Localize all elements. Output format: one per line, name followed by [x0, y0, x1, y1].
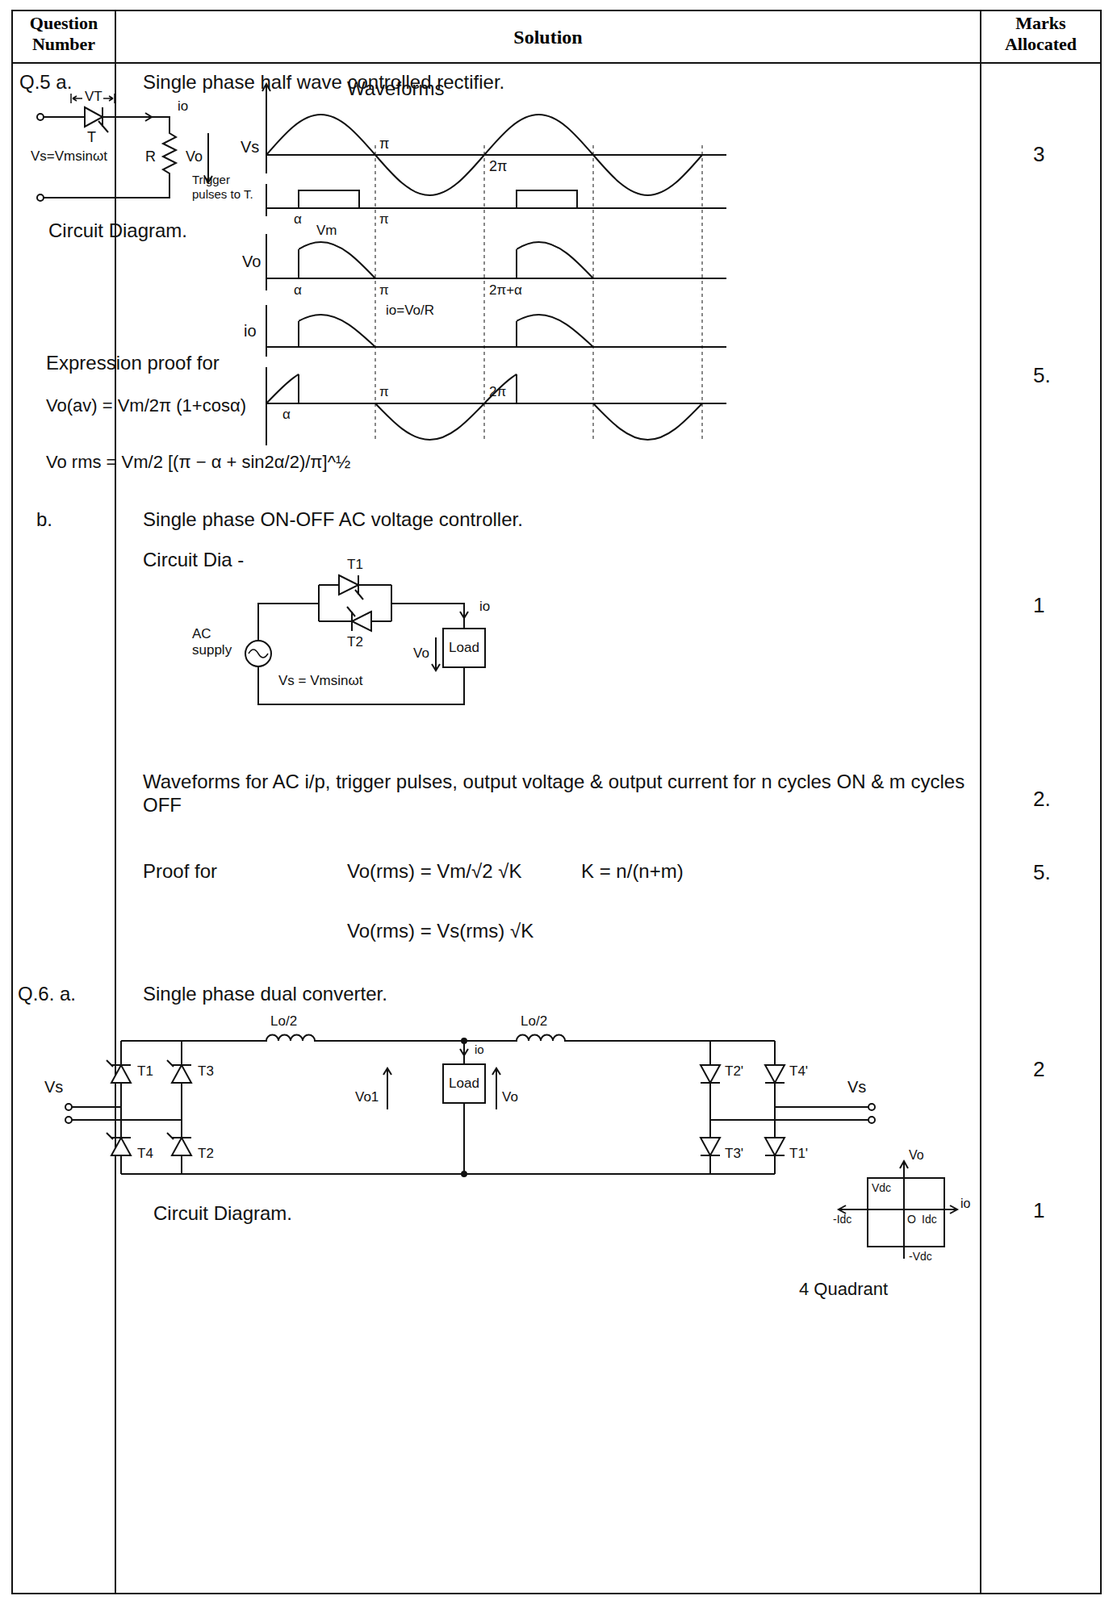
voltage-label: Vo — [185, 148, 203, 167]
axis-tick: α — [282, 406, 291, 423]
device-label: T2' — [724, 1063, 744, 1080]
component-label: Lo/2 — [520, 1013, 548, 1030]
answer-text: Expression proof for — [46, 351, 220, 376]
equation: Vo(rms) = Vs(rms) √K — [347, 920, 534, 944]
device-label: T4' — [789, 1063, 808, 1080]
device-label: T1 — [347, 556, 364, 574]
device-label: T1' — [789, 1146, 808, 1163]
mark-value: 1 — [1033, 1198, 1045, 1224]
source-label: Vs — [44, 1077, 63, 1097]
axis-tick: -Idc — [832, 1213, 852, 1227]
answer-text: Waveforms for AC i/p, trigger pulses, ou… — [142, 770, 967, 818]
device-label: T2 — [197, 1146, 214, 1163]
axis-tick: α — [293, 282, 302, 299]
source-label: Vs=Vmsinωt — [30, 148, 108, 165]
axis-label: Trigger pulses to T. — [192, 172, 257, 202]
mark-value: 5. — [1033, 363, 1051, 389]
voltage-label: Vo — [502, 1089, 519, 1106]
mark-value: 2. — [1033, 786, 1051, 812]
ac-controller-circuit — [245, 575, 469, 705]
waveforms — [262, 83, 727, 446]
table-header: Question Number — [12, 12, 116, 56]
table-header: Marks Allocated — [980, 12, 1101, 56]
amplitude-label: Vm — [316, 222, 338, 239]
mark-value: 1 — [1033, 593, 1045, 619]
axis-tick: π — [379, 135, 390, 154]
axis-label: Vo — [908, 1147, 925, 1164]
answer-text: Circuit Dia - — [142, 548, 244, 573]
answer-heading: Single phase dual converter. — [142, 983, 388, 1007]
axis-tick: π — [379, 384, 390, 401]
mark-value: 5. — [1033, 860, 1051, 886]
table-grid — [12, 10, 1101, 1595]
answer-text: Proof for — [142, 860, 218, 884]
rectifier-circuit — [37, 93, 213, 201]
axis-tick: Vdc — [871, 1181, 892, 1196]
device-label: T4 — [137, 1146, 154, 1163]
device-label: T — [87, 129, 97, 147]
answer-heading: Single phase ON-OFF AC voltage controlle… — [142, 508, 524, 532]
voltage-label: Vo — [413, 645, 430, 662]
waveform-heading: Waveforms — [347, 77, 444, 101]
axis-label: Vo — [242, 251, 261, 272]
dual-converter-circuit — [65, 1035, 875, 1177]
axis-tick: 2π+α — [489, 282, 523, 299]
quadrant-diagram — [838, 1161, 958, 1260]
table-header: Solution — [115, 25, 981, 50]
answer-heading: Single phase half wave controlled rectif… — [142, 71, 505, 95]
axis-label: io — [960, 1196, 971, 1212]
question-number: b. — [36, 508, 53, 532]
mark-value: 3 — [1033, 142, 1045, 168]
voltage-label: VT — [84, 88, 103, 105]
device-label: T3' — [724, 1146, 744, 1163]
question-number: Q.6. a. — [17, 983, 76, 1007]
axis-tick: π — [379, 282, 390, 299]
current-label: io — [479, 598, 490, 616]
diagram-caption: Circuit Diagram. — [48, 219, 188, 243]
axis-tick: O — [907, 1213, 917, 1227]
load-label: Load — [448, 640, 480, 657]
component-label: R — [145, 148, 156, 167]
source-label: Vs = Vmsinωt — [278, 673, 363, 690]
axis-tick: π — [379, 211, 390, 228]
equation: Vo rms = Vm/2 [(π − α + sin2α/2)/π]^½ — [46, 451, 351, 473]
diagram-caption: 4 Quadrant — [799, 1279, 888, 1301]
axis-tick: α — [293, 211, 302, 228]
current-label: io — [177, 98, 189, 115]
load-label: Load — [448, 1075, 480, 1093]
equation: Vo(rms) = Vm/√2 √K — [347, 860, 522, 884]
axis-label: io — [243, 321, 257, 341]
source-label: Vs — [847, 1077, 867, 1097]
question-number: Q.5 a. — [19, 71, 72, 95]
device-label: T3 — [197, 1063, 214, 1080]
mark-value: 2 — [1033, 1057, 1045, 1083]
equation: K = n/(n+m) — [581, 860, 684, 884]
axis-label: Vs — [240, 137, 260, 157]
axis-tick: Idc — [921, 1213, 938, 1227]
axis-tick: 2π — [489, 384, 507, 401]
voltage-label: Vo1 — [355, 1089, 379, 1106]
component-label: Lo/2 — [270, 1013, 298, 1030]
axis-tick: -Vdc — [908, 1250, 933, 1264]
device-label: T1 — [137, 1063, 154, 1080]
diagram-caption: Circuit Diagram. — [153, 1202, 293, 1226]
source-label: AC supply — [192, 626, 243, 660]
device-label: T2 — [347, 634, 364, 651]
current-label: io — [474, 1042, 485, 1058]
load-box: Load — [442, 627, 486, 669]
axis-tick: 2π — [489, 158, 507, 176]
load-box: Load — [442, 1063, 486, 1105]
equation: io=Vo/R — [385, 302, 435, 319]
equation: Vo(av) = Vm/2π (1+cosα) — [46, 395, 247, 417]
